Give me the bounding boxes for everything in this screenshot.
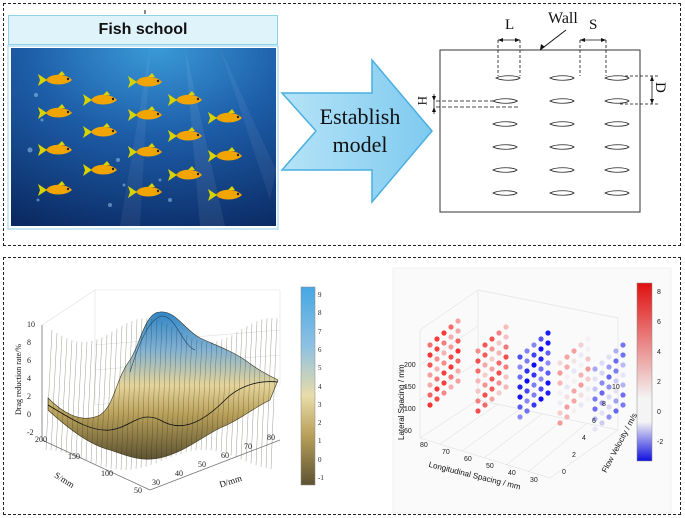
surface-zlabel: Drag reduction rate/% (14, 343, 23, 415)
scatter-colorbar-tick: -2 (657, 439, 664, 446)
surface-colorbar-tick: 9 (318, 291, 322, 299)
surface-s-tick: 50 (134, 486, 142, 495)
surface-colorbar-tick: 1 (318, 437, 322, 446)
surface-colorbar-tick: 7 (318, 327, 322, 336)
scatter-x-tick: 70 (442, 449, 450, 456)
scatter-y-tick: 4 (582, 435, 586, 442)
h-label: H (415, 96, 430, 106)
surface-d-tick: 80 (267, 433, 275, 442)
surface-colorbar-tick: 2 (318, 419, 322, 428)
surface-s-tick: 150 (68, 452, 80, 461)
fish-school-label-box: Fish school (8, 15, 278, 45)
surface-d-tick: 70 (244, 442, 252, 451)
surface-d-tick: 40 (175, 469, 183, 478)
scatter-z-tick: 200 (404, 362, 416, 369)
scatter-colorbar-tick: 6 (657, 319, 661, 326)
surface-d-tick: 50 (198, 460, 206, 469)
d-label: D (652, 82, 668, 93)
scatter-colorbar-tick: 2 (657, 379, 661, 386)
surface-colorbar-tick: 3 (318, 400, 322, 409)
surface-colorbar-tick: 8 (318, 309, 322, 318)
scatter-y-tick: 0 (562, 469, 566, 476)
s-label: S (589, 17, 598, 33)
l-label: L (505, 17, 515, 33)
scatter-x-tick: 50 (486, 463, 494, 470)
arrow-text-line2: model (332, 132, 388, 157)
scatter-colorbar-tick: 0 (657, 409, 661, 416)
wall-label: Wall (548, 10, 578, 27)
bottom-panel (3, 257, 681, 515)
scatter-z-tick: 150 (404, 384, 416, 391)
surface-z-tick: 2 (27, 392, 31, 401)
surface-d-tick: 60 (221, 451, 229, 460)
scatter-y-tick: 2 (572, 452, 576, 459)
surface-z-tick: 6 (27, 356, 31, 365)
surface-z-tick: 0 (27, 410, 31, 419)
arrow-text-line1: Establish (319, 104, 401, 129)
arrow-text: Establish model (300, 103, 420, 159)
scatter-x-tick: 40 (508, 470, 516, 477)
scatter-z-tick: 60 (404, 428, 412, 435)
surface-z-tick: 4 (27, 374, 31, 383)
top-panel (3, 3, 681, 246)
scatter-colorbar-tick: 4 (657, 349, 661, 356)
surface-z-tick: 10 (27, 320, 35, 329)
surface-colorbar-tick: 0 (318, 455, 322, 464)
surface-z-tick: -2 (27, 428, 34, 437)
surface-z-tick: 8 (27, 338, 31, 347)
surface-colorbar-tick: -1 (318, 474, 324, 482)
surface-colorbar-tick: 6 (318, 345, 322, 354)
scatter-x-tick: 80 (420, 442, 428, 449)
scatter-x-tick: 60 (464, 456, 472, 463)
scatter-x-tick: 30 (530, 477, 538, 484)
surface-colorbar-tick: 5 (318, 364, 322, 373)
scatter-y-tick: 6 (592, 418, 596, 425)
surface-s-tick: 100 (101, 469, 113, 478)
scatter-y-tick: 8 (602, 401, 606, 408)
scatter-y-tick: 10 (612, 384, 620, 391)
surface-s-tick: 200 (35, 435, 47, 444)
surface-colorbar-tick: 4 (318, 382, 322, 391)
surface-d-tick: 30 (152, 478, 160, 487)
scatter-colorbar-tick: 8 (657, 289, 661, 296)
fish-school-label: Fish school (98, 21, 188, 38)
scatter-z-tick: 100 (404, 406, 416, 413)
